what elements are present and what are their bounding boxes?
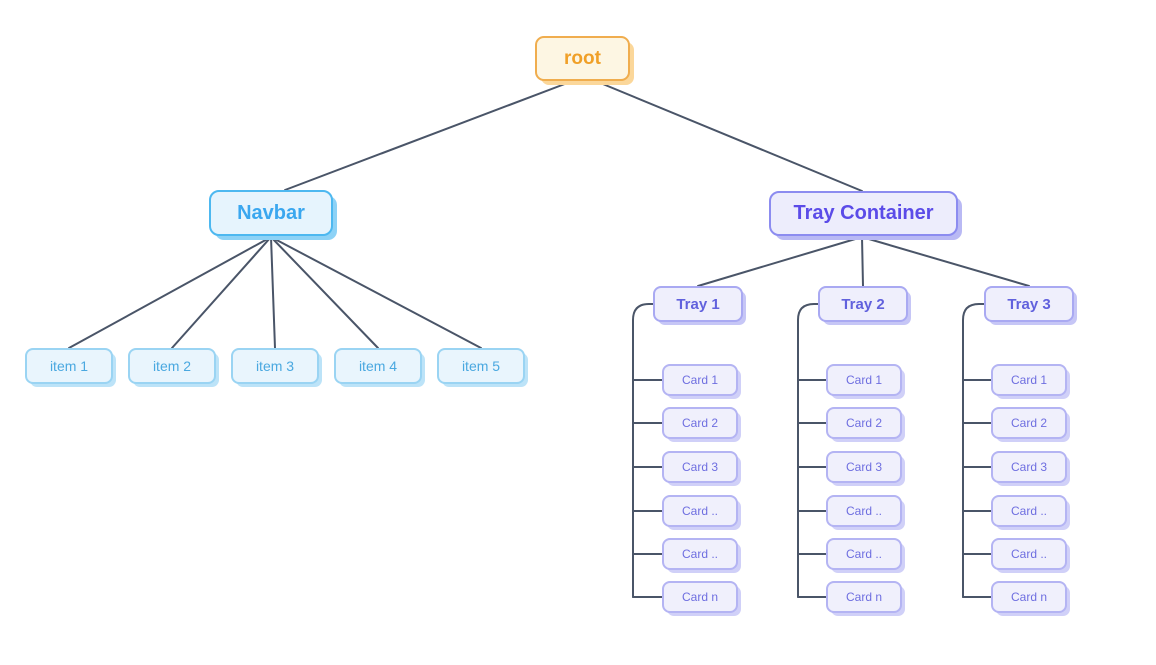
tray-spine-3 <box>962 303 985 598</box>
node-tray-2-card-3[interactable]: Card 3 <box>826 451 902 483</box>
node-tray-1-card-3-label: Card 3 <box>681 460 719 474</box>
node-tray-3-card-1-label: Card 1 <box>1010 373 1048 387</box>
node-tray-3-card-1[interactable]: Card 1 <box>991 364 1067 396</box>
node-tray-2-card-1[interactable]: Card 1 <box>826 364 902 396</box>
node-nav-item-1-label: item 1 <box>49 358 89 374</box>
node-tray-2-card-2-label: Card 2 <box>845 416 883 430</box>
node-tray-container-label: Tray Container <box>793 202 934 224</box>
edge-tray_container-to-tray-1 <box>697 236 863 287</box>
node-tray-1-card-1[interactable]: Card 1 <box>662 364 738 396</box>
node-tray-3-card-5-label: Card .. <box>1010 547 1047 561</box>
node-tray-3-card-3[interactable]: Card 3 <box>991 451 1067 483</box>
node-tray-2-card-4-label: Card .. <box>845 504 882 518</box>
node-tray-1-card-3[interactable]: Card 3 <box>662 451 738 483</box>
node-nav-item-1[interactable]: item 1 <box>25 348 113 384</box>
edge-navbar-to-item-5 <box>270 236 482 349</box>
edge-navbar-to-item-2 <box>171 236 272 349</box>
node-root[interactable]: root <box>535 36 630 81</box>
node-tray-3-card-2-label: Card 2 <box>1010 416 1048 430</box>
node-tray-2-card-6-label: Card n <box>845 590 883 604</box>
node-tray-3-card-4-label: Card .. <box>1010 504 1047 518</box>
node-tray-1-card-5-label: Card .. <box>681 547 718 561</box>
node-tray-2-card-1-label: Card 1 <box>845 373 883 387</box>
node-tray-2-card-4[interactable]: Card .. <box>826 495 902 527</box>
edge-root-to-tray_container <box>597 81 863 192</box>
node-tray-1[interactable]: Tray 1 <box>653 286 743 322</box>
node-tray-1-card-4-label: Card .. <box>681 504 718 518</box>
node-tray-2-label: Tray 2 <box>841 295 885 313</box>
node-tray-2-card-5[interactable]: Card .. <box>826 538 902 570</box>
node-tray-3-card-6[interactable]: Card n <box>991 581 1067 613</box>
node-tray-2-card-6[interactable]: Card n <box>826 581 902 613</box>
node-nav-item-2[interactable]: item 2 <box>128 348 216 384</box>
node-tray-2[interactable]: Tray 2 <box>818 286 908 322</box>
node-tray-2-card-2[interactable]: Card 2 <box>826 407 902 439</box>
node-tray-1-card-2[interactable]: Card 2 <box>662 407 738 439</box>
node-tray-2-card-5-label: Card .. <box>845 547 882 561</box>
edge-root-to-navbar <box>284 81 571 191</box>
node-tray-1-card-5[interactable]: Card .. <box>662 538 738 570</box>
node-tray-3-card-3-label: Card 3 <box>1010 460 1048 474</box>
node-nav-item-3-label: item 3 <box>255 358 295 374</box>
node-tray-1-card-4[interactable]: Card .. <box>662 495 738 527</box>
node-nav-item-4[interactable]: item 4 <box>334 348 422 384</box>
node-tray-3-card-5[interactable]: Card .. <box>991 538 1067 570</box>
node-tray-3[interactable]: Tray 3 <box>984 286 1074 322</box>
node-nav-item-5[interactable]: item 5 <box>437 348 525 384</box>
node-tray-1-card-1-label: Card 1 <box>681 373 719 387</box>
node-tray-3-label: Tray 3 <box>1007 295 1051 313</box>
edge-navbar-to-item-1 <box>68 236 272 349</box>
node-navbar-label: Navbar <box>237 201 305 224</box>
node-tray-2-card-3-label: Card 3 <box>845 460 883 474</box>
tray-spine-1 <box>632 303 654 598</box>
tray-spine-2 <box>797 303 819 598</box>
edge-tray_container-to-tray-2 <box>861 236 864 287</box>
node-tray-1-card-2-label: Card 2 <box>681 416 719 430</box>
node-tray-1-card-6-label: Card n <box>681 590 719 604</box>
node-root-label: root <box>564 47 601 69</box>
edge-navbar-to-item-4 <box>270 236 379 349</box>
edge-tray_container-to-tray-3 <box>861 236 1030 287</box>
node-nav-item-3[interactable]: item 3 <box>231 348 319 384</box>
edge-navbar-to-item-3 <box>270 236 276 349</box>
node-tray-container[interactable]: Tray Container <box>769 191 958 236</box>
node-nav-item-5-label: item 5 <box>461 358 501 374</box>
node-navbar[interactable]: Navbar <box>209 190 333 236</box>
node-tray-3-card-4[interactable]: Card .. <box>991 495 1067 527</box>
node-tray-3-card-2[interactable]: Card 2 <box>991 407 1067 439</box>
node-tray-1-label: Tray 1 <box>676 295 720 313</box>
node-nav-item-2-label: item 2 <box>152 358 192 374</box>
node-nav-item-4-label: item 4 <box>358 358 398 374</box>
node-tray-3-card-6-label: Card n <box>1010 590 1048 604</box>
node-tray-1-card-6[interactable]: Card n <box>662 581 738 613</box>
